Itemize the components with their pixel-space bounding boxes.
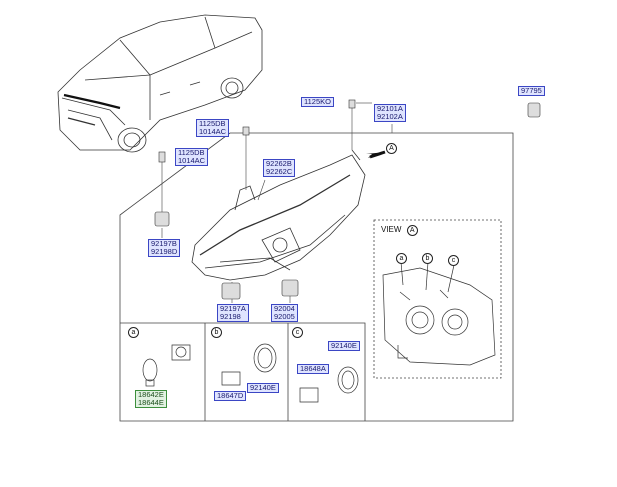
label-1125ko[interactable]: 1125KO: [301, 97, 334, 107]
tag-b: b: [211, 327, 222, 338]
label-18642e-18644e[interactable]: 18642E 18644E: [135, 390, 167, 408]
label-92197b: 92197B: [151, 239, 177, 248]
view-tag-b: b: [422, 253, 433, 264]
label-1125db-1014ac-top[interactable]: 1125DB 1014AC: [196, 119, 230, 137]
label-92004-92005[interactable]: 92004 92005: [271, 304, 298, 322]
label-18644e: 18644E: [138, 398, 164, 407]
view-a-detail: [382, 261, 496, 366]
headlamp-assembly: [191, 149, 366, 281]
label-92262b-92262c[interactable]: 92262B 92262C: [263, 159, 296, 177]
label-1125db-top: 1125DB: [199, 119, 226, 128]
label-1125db-bottom: 1125DB: [178, 148, 205, 157]
label-92197a: 92197A: [220, 304, 246, 313]
label-1014ac-top: 1014AC: [199, 127, 227, 136]
view-title-text: VIEW: [381, 225, 402, 234]
car-illustration: [57, 14, 263, 153]
label-97795[interactable]: 97795: [518, 86, 545, 96]
label-92262b: 92262B: [266, 159, 292, 168]
label-1125db-1014ac-bottom[interactable]: 1125DB 1014AC: [175, 148, 209, 166]
label-92197a-92198[interactable]: 92197A 92198: [217, 304, 249, 322]
label-92197b-92198d[interactable]: 92197B 92198D: [148, 239, 181, 257]
view-title-ref: A: [406, 225, 418, 236]
label-92102a: 92102A: [377, 112, 403, 121]
label-92004: 92004: [274, 304, 295, 313]
view-arrow: [366, 150, 386, 159]
main-frame: [119, 132, 514, 422]
label-92262c: 92262C: [266, 167, 293, 176]
label-18648a[interactable]: 18648A: [297, 364, 329, 374]
label-92140e-c[interactable]: 92140E: [328, 341, 360, 351]
label-92198d: 92198D: [151, 247, 178, 256]
label-92198: 92198: [220, 312, 241, 321]
view-title: VIEW A: [381, 225, 418, 236]
tag-c: c: [292, 327, 303, 338]
label-92140e-b[interactable]: 92140E: [247, 383, 279, 393]
bulb-parts: [142, 343, 359, 403]
label-18642e: 18642E: [138, 390, 164, 399]
label-92101a: 92101A: [377, 104, 403, 113]
label-18647d[interactable]: 18647D: [214, 391, 247, 401]
label-1014ac-bottom: 1014AC: [178, 156, 206, 165]
arrow-ref-tag: A: [386, 143, 397, 154]
view-tag-a: a: [396, 253, 407, 264]
view-tag-c: c: [448, 255, 459, 266]
bolts-and-brackets: [154, 99, 541, 300]
tag-a: a: [128, 327, 139, 338]
label-92005: 92005: [274, 312, 295, 321]
label-92101a-92102a[interactable]: 92101A 92102A: [374, 104, 406, 122]
